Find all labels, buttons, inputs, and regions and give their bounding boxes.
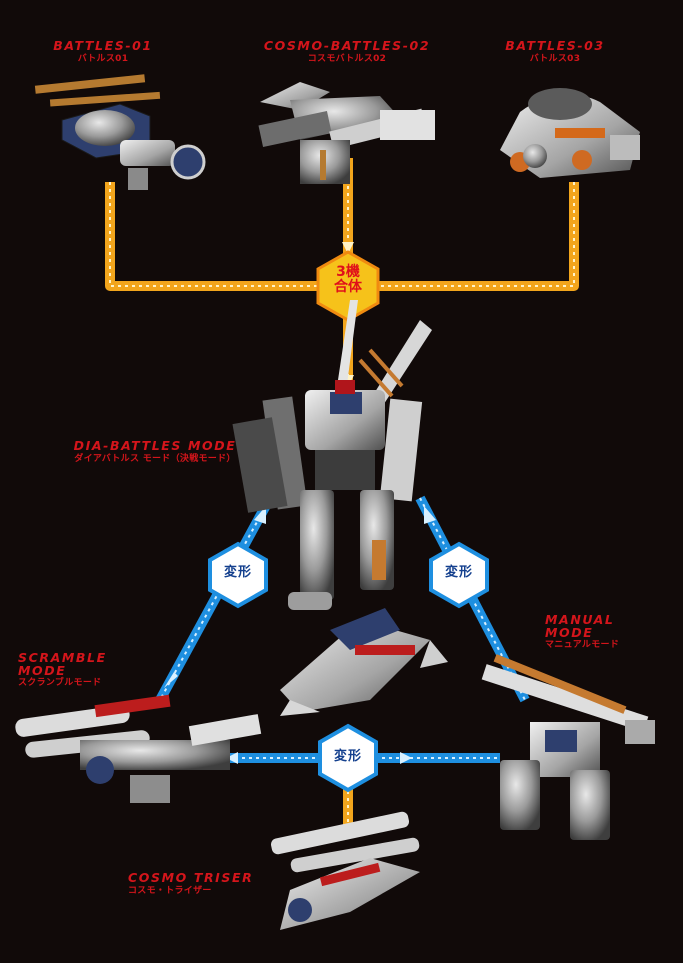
scramble-mode-image (15, 694, 262, 803)
battles03-title: BATTLES-03 (505, 38, 605, 53)
cosmo-battles02-image (258, 82, 435, 184)
scramble-label: SCRAMBLE MODE スクランブルモード (18, 650, 158, 688)
cosmo-fighter-image (280, 608, 448, 716)
transform-bottom-label: 変形 (333, 749, 362, 764)
battles01-label: BATTLES-01 バトルス01 (28, 38, 178, 64)
battles03-subtitle: バトルス03 (529, 53, 581, 64)
transform-right-label: 変形 (444, 565, 473, 580)
battles01-subtitle: バトルス01 (77, 53, 129, 64)
battles03-image (500, 88, 640, 178)
scramble-title-line2: MODE (18, 662, 67, 678)
transform-left-label: 変形 (223, 565, 252, 580)
combine-badge-line2: 合体 (334, 278, 362, 295)
dia-battles-label: DIA-BATTLES MODE ダイアバトルス モード（決戦モード） (40, 438, 270, 464)
battles03-label: BATTLES-03 バトルス03 (480, 38, 630, 64)
transform-badge-bottom (318, 723, 378, 793)
cosmo-triser-subtitle: コスモ・トライザー (128, 885, 212, 896)
combine-badge-label: 3機 合体 (323, 265, 373, 294)
cosmo-triser-title: COSMO TRISER (128, 870, 254, 885)
cosmo-battles02-title: COSMO-BATTLES-02 (263, 38, 431, 53)
cosmo-battles02-subtitle: コスモバトルス02 (307, 53, 387, 64)
cosmo-battles02-label: COSMO-BATTLES-02 コスモバトルス02 (232, 38, 462, 64)
combine-badge-line1: 3機 (336, 264, 360, 280)
dia-battles-image (232, 300, 432, 610)
scramble-subtitle: スクランブルモード (18, 678, 102, 688)
battles01-title: BATTLES-01 (53, 38, 153, 53)
dia-battles-title: DIA-BATTLES MODE (73, 438, 237, 453)
manual-title-line2: MODE (545, 624, 594, 640)
manual-title-line1: MANUAL (545, 612, 615, 627)
manual-subtitle: マニュアルモード (545, 640, 620, 650)
transform-badge-right (429, 541, 489, 609)
transform-badge-left (208, 541, 268, 609)
manual-label: MANUAL MODE マニュアルモード (545, 612, 665, 650)
cosmo-triser-image (270, 811, 420, 930)
manual-mode-image (481, 654, 655, 840)
battles01-image (34, 74, 206, 190)
cosmo-triser-label: COSMO TRISER コスモ・トライザー (128, 870, 288, 896)
dia-battles-subtitle: ダイアバトルス モード（決戦モード） (74, 453, 236, 464)
scramble-title-line1: SCRAMBLE (18, 650, 107, 665)
